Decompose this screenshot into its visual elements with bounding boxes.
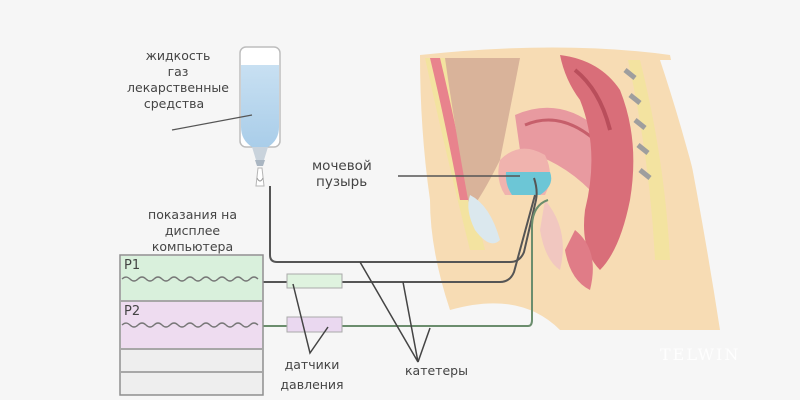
label-display-1: показания на: [148, 207, 237, 222]
p2-waveform: [121, 322, 259, 328]
pelvis-anatomy-illustration: [420, 47, 800, 330]
label-display: показания на дисплее компьютера: [120, 207, 265, 255]
label-sensors-1: датчики: [284, 357, 340, 372]
catheter-p2: [263, 199, 549, 327]
label-bladder: мочевой пузырь: [312, 158, 402, 190]
watermark: TELWIN: [660, 345, 741, 364]
label-display-2: дисплее: [164, 223, 221, 238]
label-drugs-2: средства: [143, 96, 205, 111]
label-catheters: катетеры: [405, 363, 468, 378]
catheter-p1: [263, 194, 536, 283]
computer-display: [119, 254, 264, 396]
label-sensors-2: давления: [280, 377, 344, 392]
label-bladder-2: пузырь: [316, 174, 368, 190]
bottle-leader-line: [171, 114, 253, 131]
bladder-region: [505, 172, 552, 195]
channel-p2-label: P2: [124, 304, 141, 319]
label-display-3: компьютера: [151, 239, 234, 254]
label-sensors: датчики давления: [262, 355, 362, 395]
label-drugs-1: лекарственные: [127, 80, 229, 95]
label-liquid: жидкость: [145, 48, 211, 63]
catheters-pointer-a: [359, 261, 419, 363]
label-bottle-contents: жидкость газ лекарственные средства: [118, 48, 238, 112]
pressure-sensor-p1: [286, 273, 343, 289]
label-bladder-1: мочевой: [312, 158, 372, 174]
label-gas: газ: [167, 64, 189, 79]
p1-waveform: [121, 276, 259, 282]
channel-p1-label: P1: [124, 258, 141, 273]
pressure-sensor-p2: [286, 316, 343, 333]
infusion-bottle: [239, 46, 281, 187]
sensors-pointer: [292, 283, 329, 355]
